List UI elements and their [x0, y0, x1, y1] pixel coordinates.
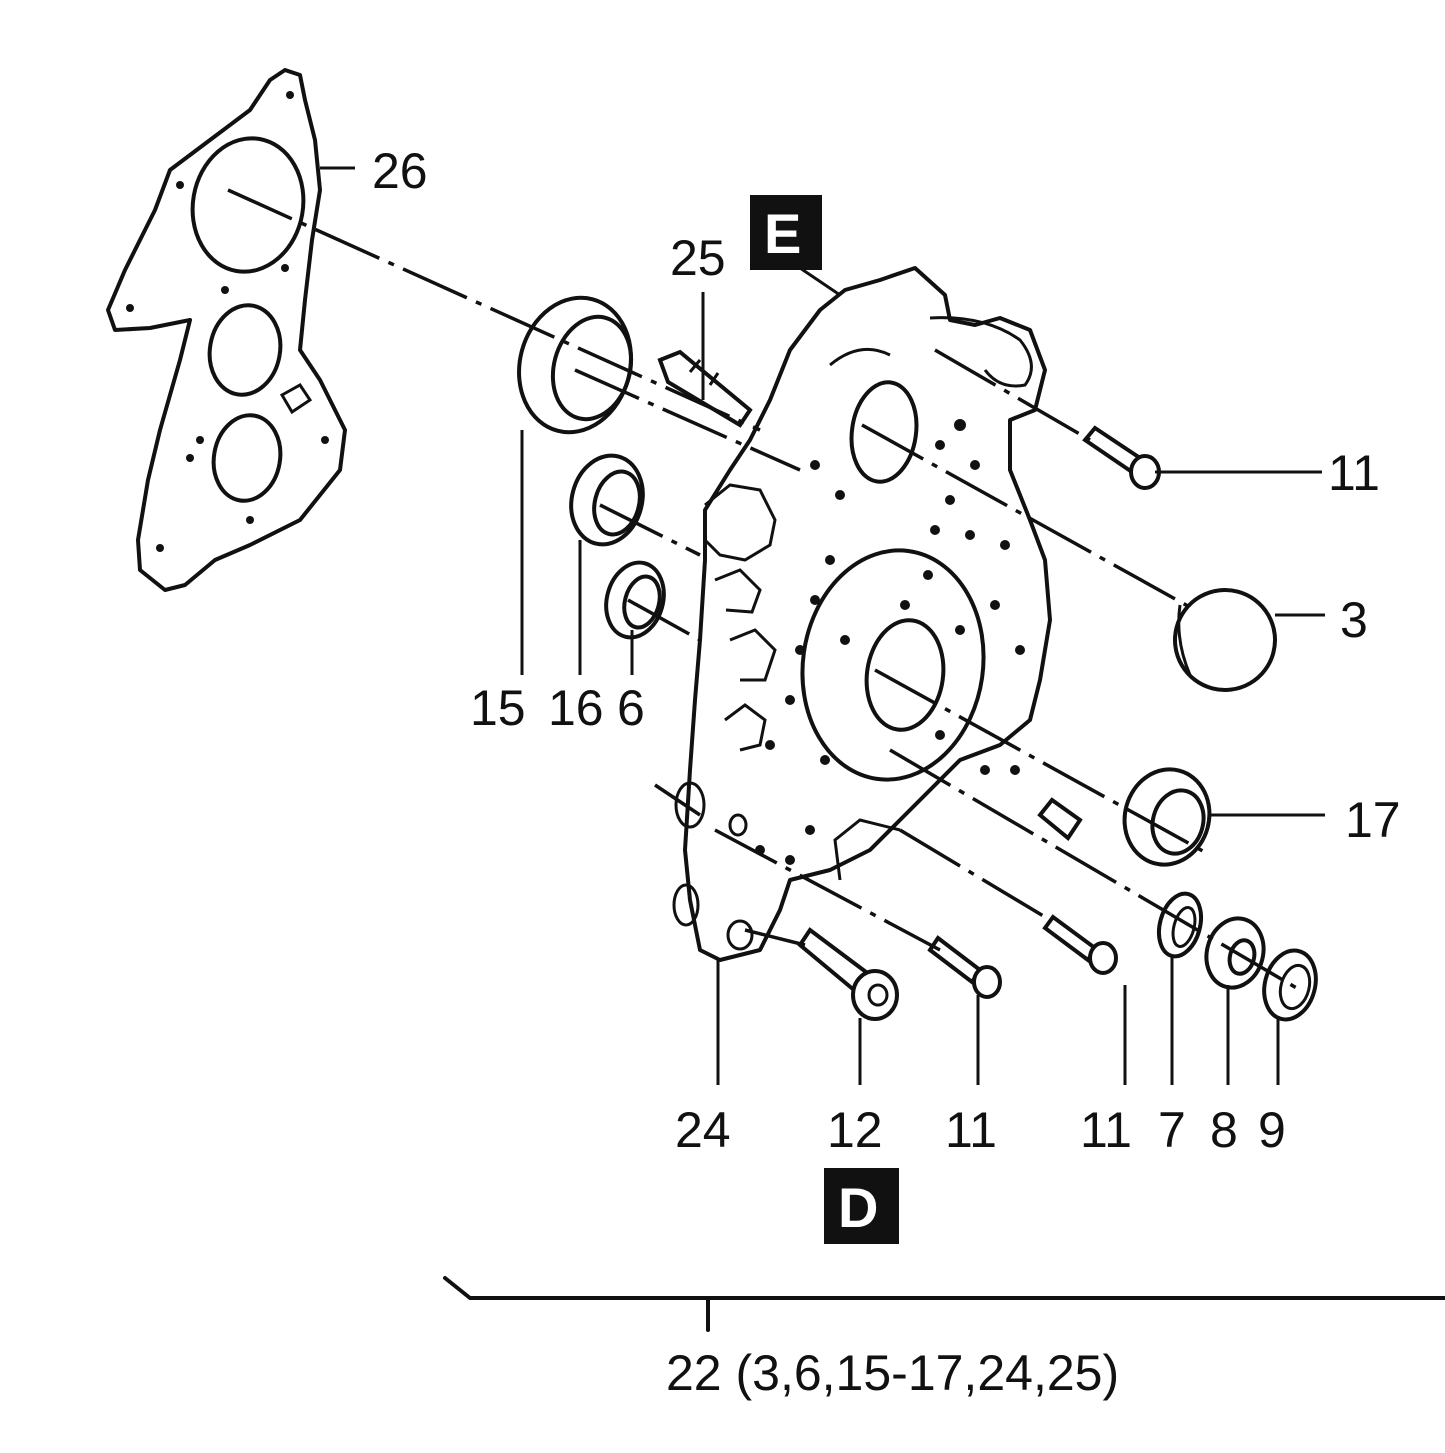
- callout-8: 8: [1210, 1102, 1238, 1158]
- callout-15: 15: [470, 680, 526, 736]
- callout-9: 9: [1258, 1102, 1286, 1158]
- callout-labels: 26 25 11 3 17 15 16 6 24 12 11 11 7 8 9: [372, 143, 1401, 1158]
- pin-25: [657, 349, 753, 428]
- seal-6: [604, 560, 666, 640]
- washer-9: [1262, 948, 1318, 1022]
- callout-11-mid: 11: [945, 1102, 997, 1158]
- callout-26: 26: [372, 143, 428, 199]
- seal-17: [1122, 767, 1212, 867]
- pump-housing-24: [672, 266, 1052, 962]
- callout-17: 17: [1345, 792, 1401, 848]
- leader-lines: [520, 266, 1325, 1085]
- bolt-12: [797, 927, 899, 1021]
- callout-11-top: 11: [1328, 445, 1380, 501]
- callout-6: 6: [617, 680, 645, 736]
- seal-15: [517, 295, 634, 435]
- cap-3: [1173, 588, 1277, 692]
- callout-3: 3: [1340, 592, 1368, 648]
- callout-24: 24: [675, 1102, 731, 1158]
- callout-7: 7: [1158, 1102, 1186, 1158]
- view-marker-e: E: [750, 195, 822, 270]
- callout-25: 25: [670, 230, 726, 286]
- callout-11-right: 11: [1080, 1102, 1132, 1158]
- snap-ring-7: [1156, 891, 1204, 959]
- bolt-11-right: [1042, 914, 1118, 975]
- view-marker-d-text: D: [838, 1176, 878, 1239]
- bolt-11-mid: [927, 935, 1002, 999]
- assembly-label: 22 (3,6,15-17,24,25): [666, 1345, 1119, 1401]
- callout-12: 12: [827, 1102, 883, 1158]
- callout-16: 16: [548, 680, 604, 736]
- assembly-bracket: [443, 1276, 1445, 1332]
- bolt-11-top: [1082, 425, 1161, 490]
- assembly-axis-lines: [227, 188, 1301, 992]
- view-marker-d: D: [824, 1168, 899, 1244]
- view-marker-e-text: E: [764, 202, 801, 265]
- set-screw: [1037, 797, 1083, 841]
- seal-16: [569, 453, 645, 547]
- gasket-plate-26: [106, 68, 355, 592]
